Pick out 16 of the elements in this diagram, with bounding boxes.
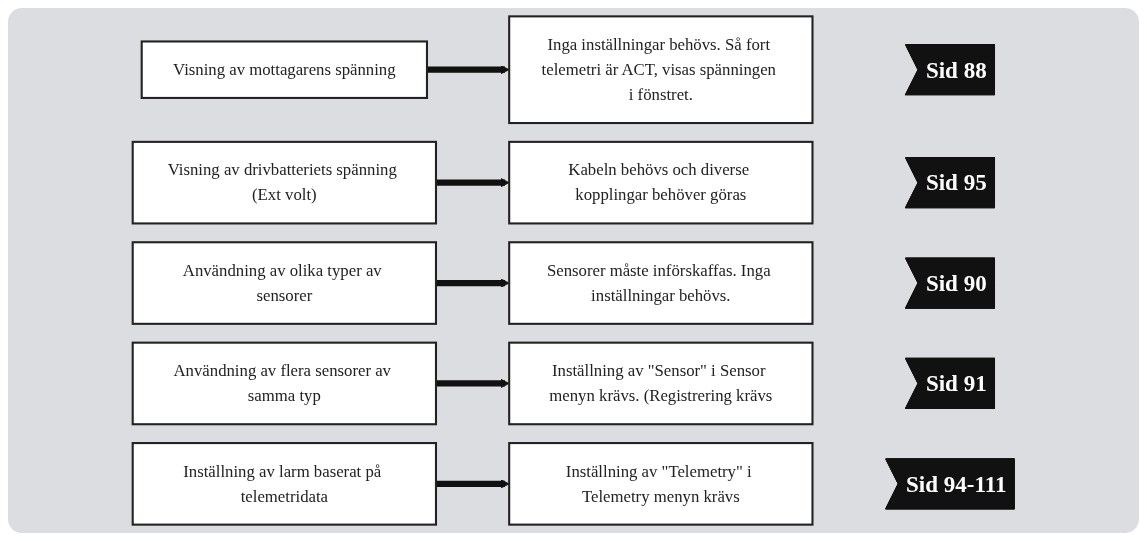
arrow (436, 479, 510, 489)
panel-background: Visning av mottagarens spänning Inga inställningar behövs. Så fort telemetri är ACT, visas spänningen i fönstret. Sid 88 Visning av drivbatteriets spänning (Ext volt) Kabeln behövs och diverse kopplingar behöver göras Sid 95 Användning av olika typer av sensorer Sensorer måste införskaffas. Inga inställningar behövs. Sid 90 Användning av flera sensorer av samma typ Inställning av "Sensor" i Sensor menyn krävs. (Registrering krävs Sid 91 Inställning av larm baserat på telemetridata Inställning av "Telemetry" i Telemetry menyn krävs Sid 94-111 (8, 8, 1139, 533)
node-box (131, 341, 438, 426)
node-box (508, 442, 814, 526)
node-box (131, 140, 438, 225)
node-box (508, 341, 814, 426)
arrow (436, 178, 510, 188)
node-box (508, 140, 814, 225)
arrow (436, 378, 510, 389)
node-box (131, 241, 438, 325)
node-box (140, 40, 429, 99)
arrow (436, 278, 510, 288)
arrow (427, 65, 510, 75)
node-box (131, 442, 438, 526)
node-box (508, 15, 814, 125)
node-box (508, 241, 814, 325)
